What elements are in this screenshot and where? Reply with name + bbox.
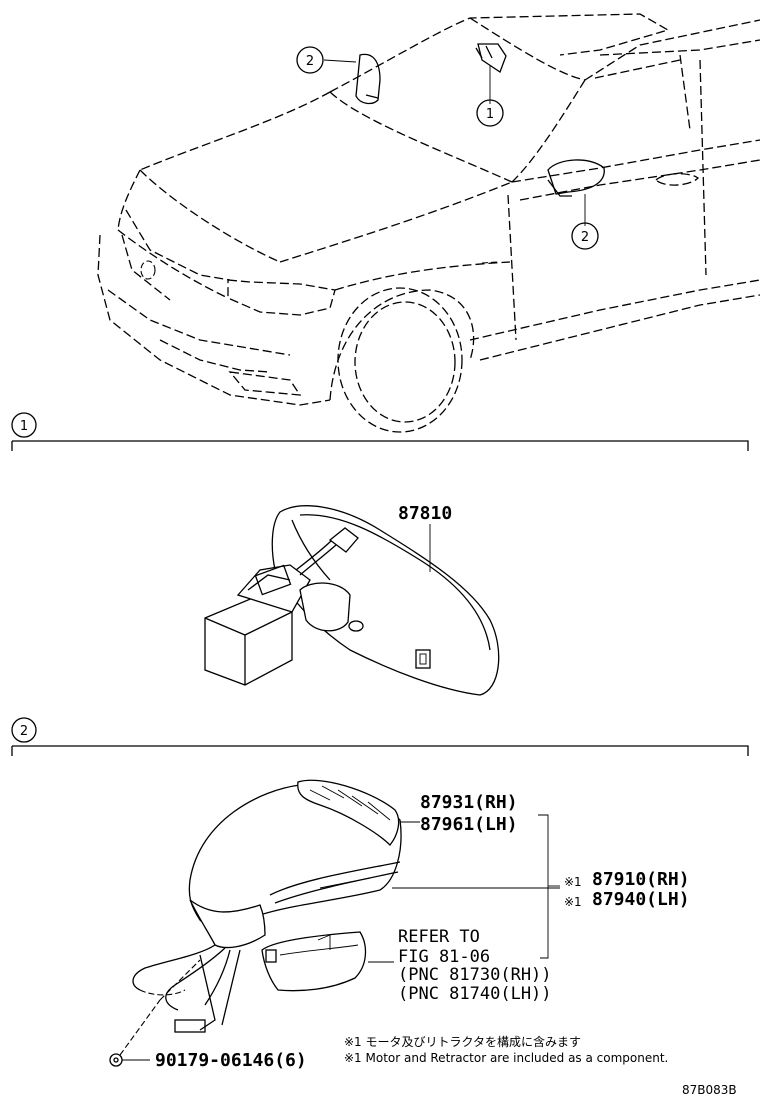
inner-rear-view-mirror[interactable]: [204, 505, 500, 696]
car-overview: [97, 13, 760, 433]
note-japanese: ※1 モータ及びリトラクタを構成に含みます: [344, 1034, 581, 1049]
section-1-header: 1: [11, 412, 749, 451]
car-inner-mirror-marker: [475, 43, 507, 73]
part-number-87931[interactable]: 87931(RH): [420, 792, 518, 813]
note-english: ※1 Motor and Retractor are included as a…: [344, 1051, 668, 1065]
part-number-87910[interactable]: 87910(RH): [592, 869, 690, 890]
part-number-90179[interactable]: 90179-06146(6): [155, 1050, 307, 1071]
car-outer-mirror-right-marker: [547, 159, 605, 197]
section-2-header: 2: [11, 717, 749, 756]
callout-label: 1: [486, 107, 494, 122]
section-marker: 2: [20, 724, 28, 739]
bracket-right: [538, 814, 549, 959]
car-outer-mirror-left-marker: [355, 53, 381, 105]
part-number-87810[interactable]: 87810: [398, 503, 452, 524]
refer-link-fig[interactable]: FIG 81-06: [398, 947, 490, 967]
outside-mirror-assembly[interactable]: [119, 779, 402, 1056]
callout-2-right-mirror[interactable]: 2: [571, 222, 599, 250]
screw-90179[interactable]: [109, 1053, 150, 1067]
part-number-87961[interactable]: 87961(LH): [420, 814, 518, 835]
figure-code: 87B083B: [682, 1083, 737, 1097]
assy-mark-lh: ※1: [564, 895, 582, 909]
refer-text-1: REFER TO: [398, 927, 480, 947]
callout-1-inner-mirror[interactable]: 1: [476, 99, 504, 127]
callout-2-left-mirror[interactable]: 2: [296, 46, 324, 74]
refer-pnc-rh[interactable]: (PNC 81730(RH)): [398, 965, 552, 985]
section-marker: 1: [20, 419, 28, 434]
callout-label: 2: [306, 54, 314, 69]
assy-mark-rh: ※1: [564, 875, 582, 889]
callout-label: 2: [581, 230, 589, 245]
part-number-87940[interactable]: 87940(LH): [592, 889, 690, 910]
refer-pnc-lh[interactable]: (PNC 81740(LH)): [398, 984, 552, 1004]
